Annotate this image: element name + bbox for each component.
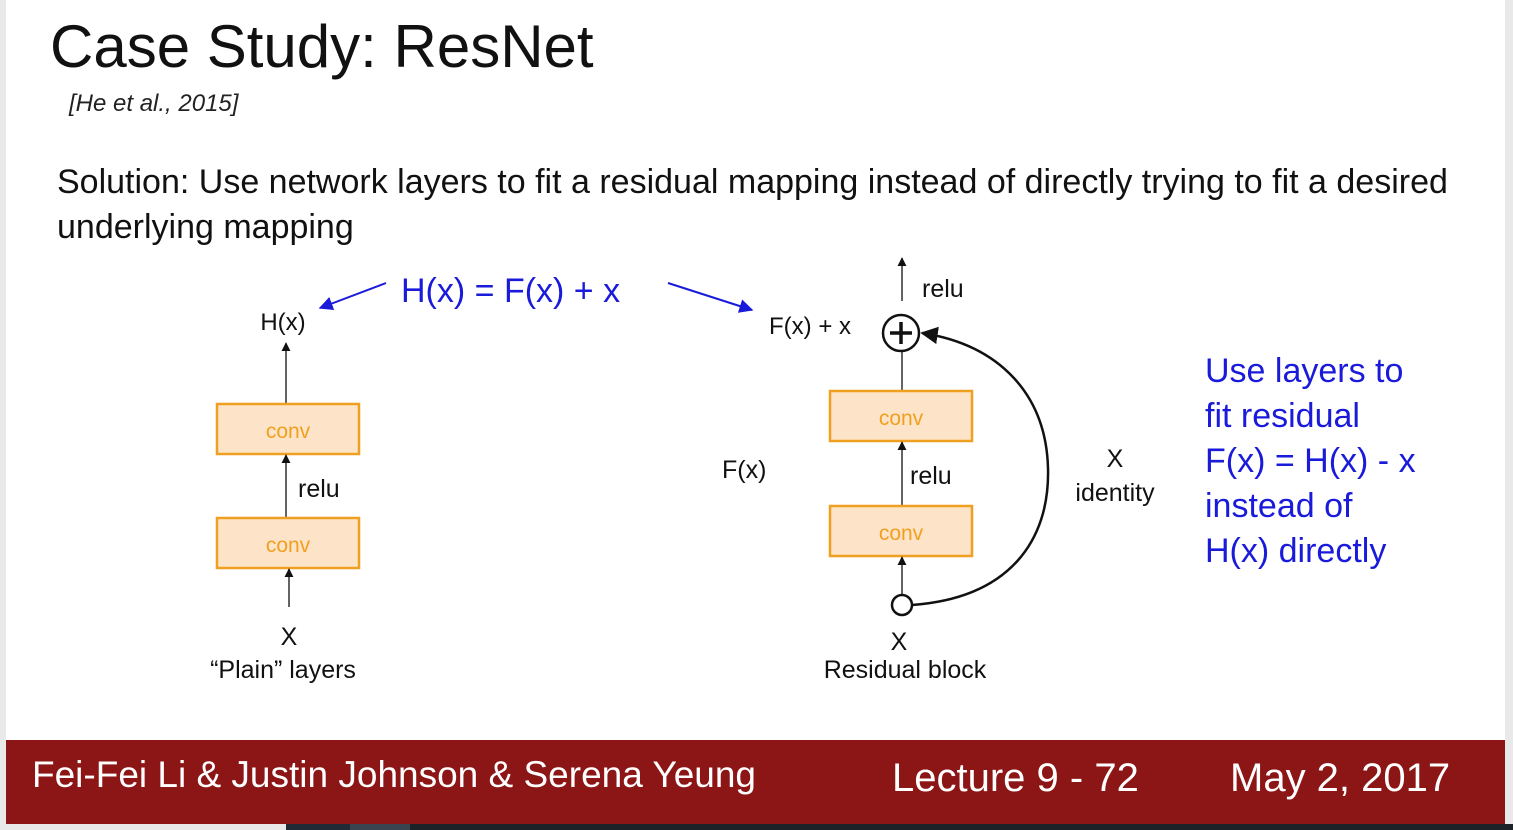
residual-conv-top xyxy=(828,389,974,443)
residual-conv-top-label: conv xyxy=(879,407,924,430)
note-line-1: Use layers to xyxy=(1205,352,1403,390)
bottom-strip xyxy=(0,824,1513,830)
footer-authors: Fei-Fei Li & Justin Johnson & Serena Yeu… xyxy=(32,754,757,795)
residual-caption: Residual block xyxy=(824,656,987,684)
residual-relu-mid-label: relu xyxy=(910,462,952,490)
input-node xyxy=(890,593,914,617)
note-line-5: H(x) directly xyxy=(1205,532,1386,570)
equation-arrow-left xyxy=(318,282,387,311)
residual-fx-label: F(x) xyxy=(722,456,766,484)
plain-output-label: H(x) xyxy=(260,309,305,336)
skip-identity-label: identity xyxy=(1075,479,1155,507)
note-line-4: instead of xyxy=(1205,487,1353,525)
equation-arrow-right xyxy=(667,282,754,313)
citation: [He et al., 2015] xyxy=(69,90,239,117)
footer-lecture: Lecture 9 - 72 xyxy=(892,756,1139,800)
footer-date: May 2, 2017 xyxy=(1230,756,1451,800)
equation-label: H(x) = F(x) + x xyxy=(401,272,620,310)
residual-conv-bottom-label: conv xyxy=(879,522,924,545)
footer-bar: Fei-Fei Li & Justin Johnson & Serena Yeu… xyxy=(6,740,1505,824)
note-line-2: fit residual xyxy=(1205,397,1360,435)
residual-sum-label: F(x) + x xyxy=(769,313,851,340)
residual-input-label: X xyxy=(891,628,908,656)
plain-conv-bottom xyxy=(215,516,361,570)
residual-conv-bottom xyxy=(828,504,974,558)
plain-input-label: X xyxy=(281,623,298,651)
plain-conv-top-label: conv xyxy=(266,420,311,443)
plain-caption: “Plain” layers xyxy=(210,656,356,684)
skip-x-label: X xyxy=(1107,445,1124,473)
identity-skip-arrow xyxy=(911,326,1050,607)
note-line-3: F(x) = H(x) - x xyxy=(1205,442,1416,480)
plain-relu-label: relu xyxy=(298,475,340,503)
plain-conv-bottom-label: conv xyxy=(266,534,311,557)
solution-text: Solution: Use network layers to fit a re… xyxy=(57,163,1448,246)
plain-conv-top xyxy=(215,402,361,456)
slide-title: Case Study: ResNet xyxy=(50,13,594,80)
residual-relu-top-label: relu xyxy=(922,275,964,303)
